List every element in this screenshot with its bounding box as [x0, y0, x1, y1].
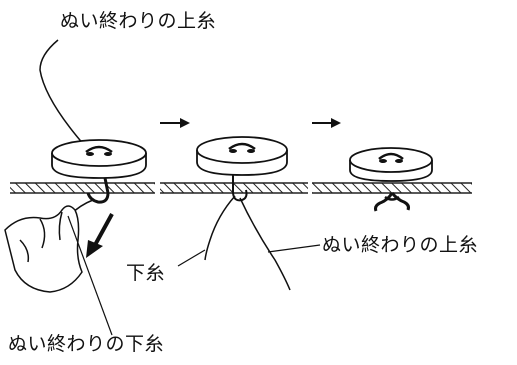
panel-3: [312, 147, 472, 212]
button-shape: [51, 139, 147, 179]
button-shape: [349, 147, 433, 182]
lower-thread-label: 下糸: [126, 262, 166, 284]
pull-down-arrow: [86, 213, 114, 258]
panel-1: [4, 39, 155, 336]
lower-thread-label-bottom: ぬい終わりの下糸: [8, 333, 165, 355]
hand-illustration: [4, 205, 83, 293]
upper-thread: [239, 197, 291, 291]
step-arrow-2: →: [312, 118, 341, 128]
fabric-strip: [10, 182, 155, 194]
thread-loop: [232, 175, 248, 202]
lower-thread: [204, 195, 236, 261]
panel-2: [160, 136, 321, 291]
step-arrow-1: →: [160, 118, 190, 128]
button-shape: [196, 136, 288, 176]
thread-knot: [374, 192, 410, 212]
leader-line-bottom: [67, 215, 113, 336]
fabric-strip: [312, 182, 472, 194]
thread-loop: [86, 177, 110, 204]
upper-thread: [39, 39, 86, 147]
upper-thread-label-top: ぬい終わりの上糸: [60, 10, 217, 32]
upper-thread-label-right: ぬい終わりの上糸: [322, 234, 479, 256]
